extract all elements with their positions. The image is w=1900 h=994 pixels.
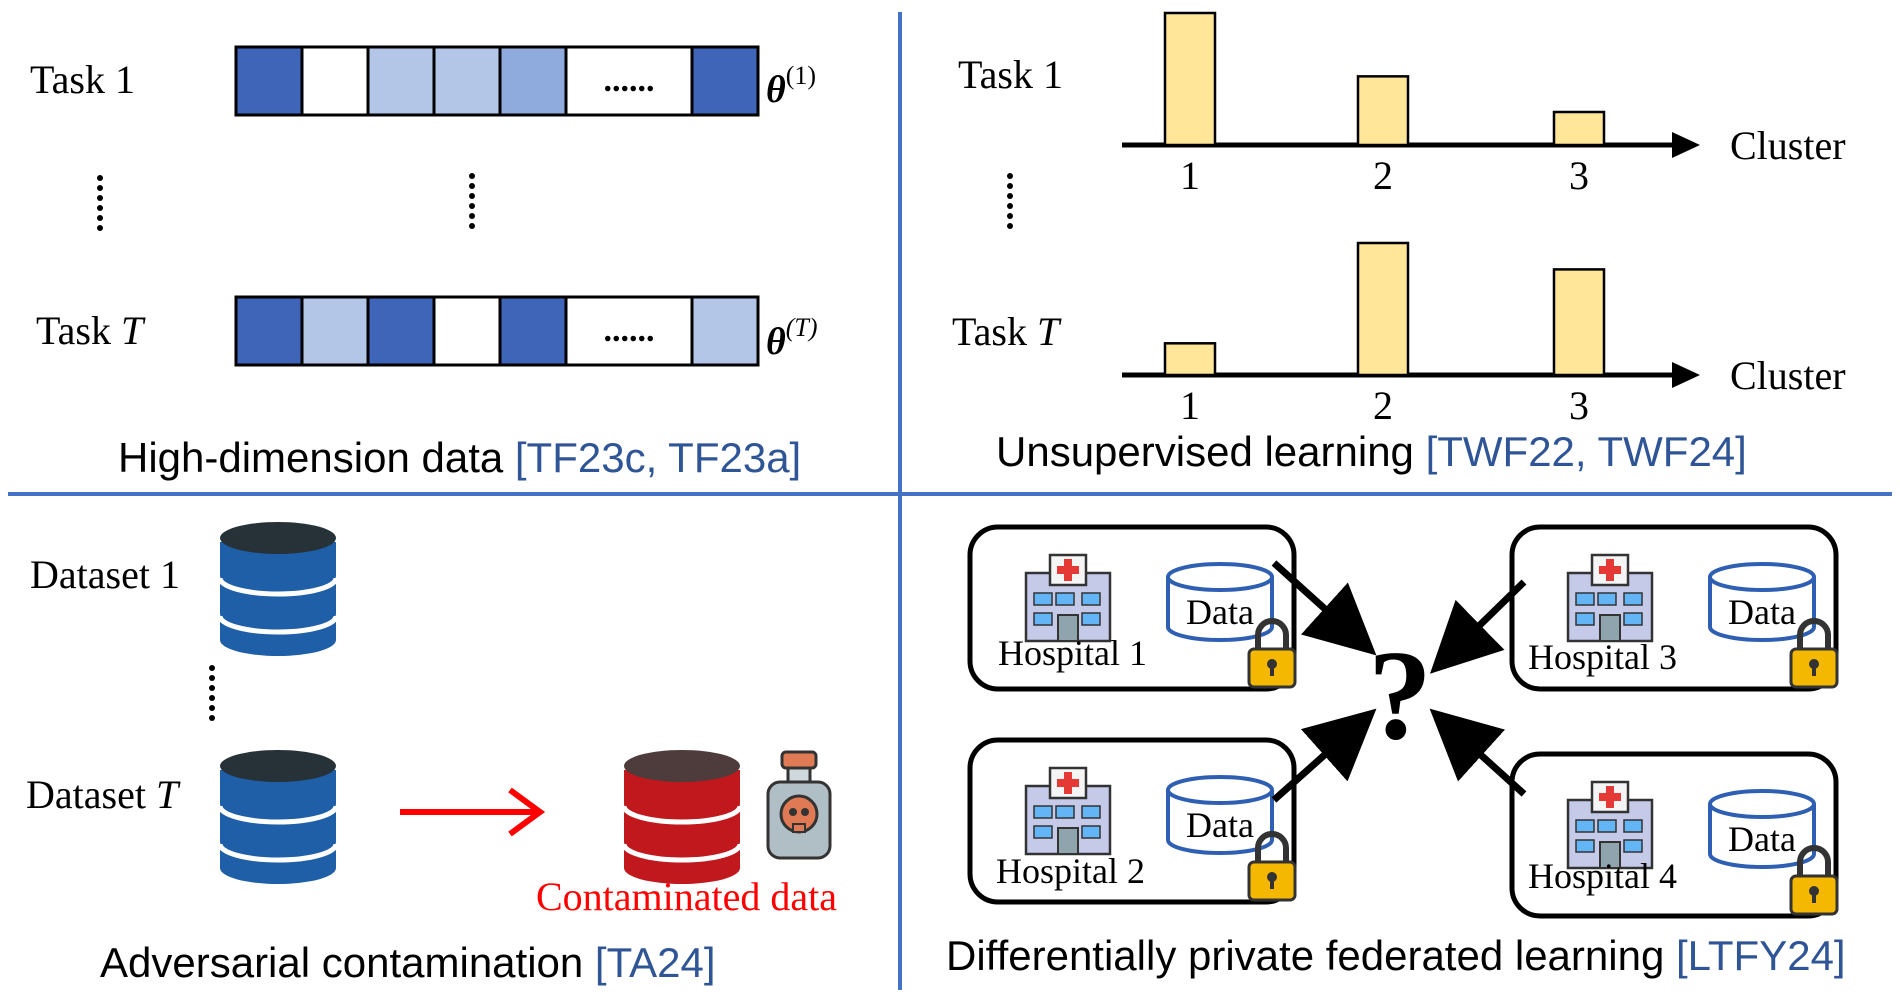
- taskT-label-right: Task T: [952, 309, 1062, 354]
- contaminated-database-icon: [621, 750, 743, 884]
- rowT-cell-ellipsis: ......: [604, 312, 655, 349]
- dataset1-label: Dataset 1: [30, 552, 180, 597]
- rowT-cell-3: [366, 295, 436, 367]
- hospital-3-name: Hospital 3: [1528, 637, 1677, 677]
- rowT-cell-2: [300, 295, 370, 367]
- parameter-vector-taskT: ......: [234, 295, 760, 367]
- contamination-arrow: [400, 787, 546, 837]
- row1-cell-3: [366, 45, 436, 117]
- hospital-2-data-label: Data: [1186, 805, 1254, 845]
- caption-high-dimension: High-dimension data [TF23c, TF23a]: [118, 434, 801, 481]
- chart-task1-tick-1: 1: [1180, 153, 1200, 198]
- hospital-4-data-label: Data: [1728, 819, 1796, 859]
- row1-cell-1: [234, 45, 304, 117]
- chart-taskT-tick-2: 2: [1373, 383, 1393, 428]
- data-cylinder-icon: [1708, 562, 1816, 642]
- lock-icon: [1247, 831, 1297, 902]
- datasetT-label: Dataset T: [26, 772, 181, 817]
- hospital-2-name: Hospital 2: [996, 851, 1145, 891]
- chart-task1-tick-2: 2: [1373, 153, 1393, 198]
- chart-task1-bar-1: [1163, 11, 1217, 147]
- chart-task1-axis-arrowhead: [1672, 132, 1700, 158]
- row1-cell-ellipsis: ......: [604, 62, 655, 99]
- rowT-cell-5: [498, 295, 568, 367]
- data-cylinder-icon: [1166, 775, 1274, 855]
- chart-task1-bar-2: [1356, 75, 1410, 147]
- hospital-building-icon: [1024, 553, 1112, 643]
- row1-cell-7: [690, 45, 760, 117]
- parameter-vector-task1: ......: [234, 45, 760, 117]
- cluster-chart-taskT: 1 2 3 Cluster: [1122, 241, 1846, 428]
- vertical-ellipsis-left: [97, 175, 103, 231]
- chart-task1-xlabel: Cluster: [1730, 123, 1846, 168]
- rowT-cell-4: [432, 295, 502, 367]
- chart-taskT-bar-1: [1163, 342, 1217, 377]
- data-cylinder-icon: [1166, 562, 1274, 642]
- theta1-label: θ(1): [766, 61, 816, 111]
- rowT-cell-7: [690, 295, 760, 367]
- database-icon-T: [217, 750, 339, 884]
- high-dimension-panel: Task 1 ...... θ(1) Task T ...... θ(T) Hi…: [30, 45, 818, 481]
- vertical-ellipsis-datasets: [209, 665, 215, 721]
- ref-unsupervised: [TWF22, TWF24]: [1426, 428, 1747, 475]
- taskT-label: Task T: [36, 308, 146, 353]
- hospital-3-data-label: Data: [1728, 592, 1796, 632]
- chart-taskT-xlabel: Cluster: [1730, 353, 1846, 398]
- chart-taskT-bar-3: [1552, 268, 1606, 377]
- chart-taskT-axis-arrowhead: [1672, 362, 1700, 388]
- caption-contamination: Adversarial contamination [TA24]: [100, 939, 716, 986]
- task1-label-right: Task 1: [958, 52, 1063, 97]
- hospital-building-icon: [1566, 553, 1654, 643]
- chart-taskT-tick-3: 3: [1569, 383, 1589, 428]
- thetaT-label: θ(T): [766, 313, 818, 363]
- caption-federated: Differentially private federated learnin…: [946, 932, 1846, 979]
- caption-unsupervised: Unsupervised learning [TWF22, TWF24]: [996, 428, 1747, 475]
- hospital-4-name: Hospital 4: [1528, 856, 1677, 896]
- ref-federated: [LTFY24]: [1676, 932, 1846, 979]
- federated-arrows: [1271, 560, 1527, 803]
- row1-cell-2: [300, 45, 370, 117]
- rowT-cell-1: [234, 295, 304, 367]
- chart-taskT-tick-1: 1: [1180, 383, 1200, 428]
- ref-contamination: [TA24]: [595, 939, 716, 986]
- cluster-chart-task1: 1 2 3 Cluster: [1122, 11, 1846, 198]
- vertical-ellipsis-center: [469, 173, 475, 229]
- hospital-building-icon: [1024, 766, 1112, 856]
- contaminated-data-label: Contaminated data: [536, 874, 837, 919]
- database-icon-1: [217, 522, 339, 656]
- hospital-building-icon: [1566, 780, 1654, 870]
- hospital-1-name: Hospital 1: [998, 633, 1147, 673]
- question-mark: ?: [1368, 624, 1432, 766]
- ref-high-dimension: [TF23c, TF23a]: [515, 434, 801, 481]
- lock-icon: [1247, 618, 1297, 689]
- hospital-1-data-label: Data: [1186, 592, 1254, 632]
- vertical-ellipsis-right: [1007, 173, 1013, 229]
- chart-task1-tick-3: 3: [1569, 153, 1589, 198]
- chart-taskT-bar-2: [1356, 241, 1410, 377]
- data-cylinder-icon: [1708, 789, 1816, 869]
- chart-task1-bar-3: [1552, 110, 1606, 147]
- poison-bottle-icon: [766, 750, 832, 860]
- row1-cell-4: [432, 45, 502, 117]
- contamination-panel: Dataset 1 Dataset T: [26, 522, 837, 986]
- task1-label: Task 1: [30, 57, 135, 102]
- lock-icon: [1789, 845, 1839, 916]
- lock-icon: [1789, 618, 1839, 689]
- row1-cell-5: [498, 45, 568, 117]
